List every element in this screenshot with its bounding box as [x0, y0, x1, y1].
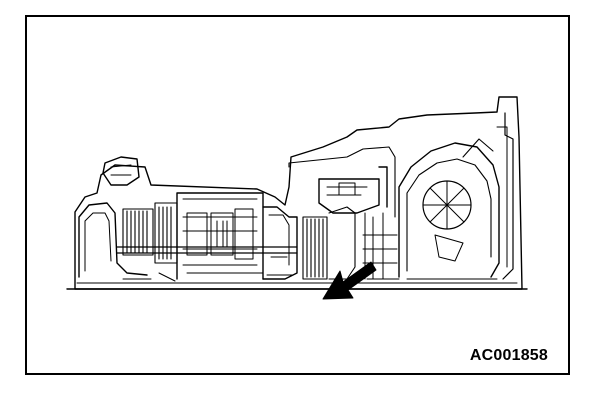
- upper-bracket: [288, 146, 396, 218]
- figure-code: AC001858: [469, 347, 548, 364]
- valve-body: [318, 166, 388, 214]
- bottom-details: [122, 272, 498, 284]
- clutch-pack-left: [122, 202, 178, 264]
- main-shaft: [116, 246, 298, 254]
- top-left-cap: [102, 156, 140, 186]
- figure-frame: AC001858: [25, 15, 570, 375]
- clutch-pack-right: [302, 206, 356, 280]
- transmission-cross-section: [66, 96, 528, 300]
- arrow-icon: [322, 261, 377, 300]
- middle-drum: [176, 192, 264, 280]
- left-housing: [78, 202, 148, 278]
- right-end-housing: [502, 112, 514, 280]
- center-housing: [262, 206, 298, 280]
- left-housing-inner: [84, 212, 112, 272]
- top-left-cap-lines: [110, 164, 132, 176]
- pump-housing: [398, 126, 508, 278]
